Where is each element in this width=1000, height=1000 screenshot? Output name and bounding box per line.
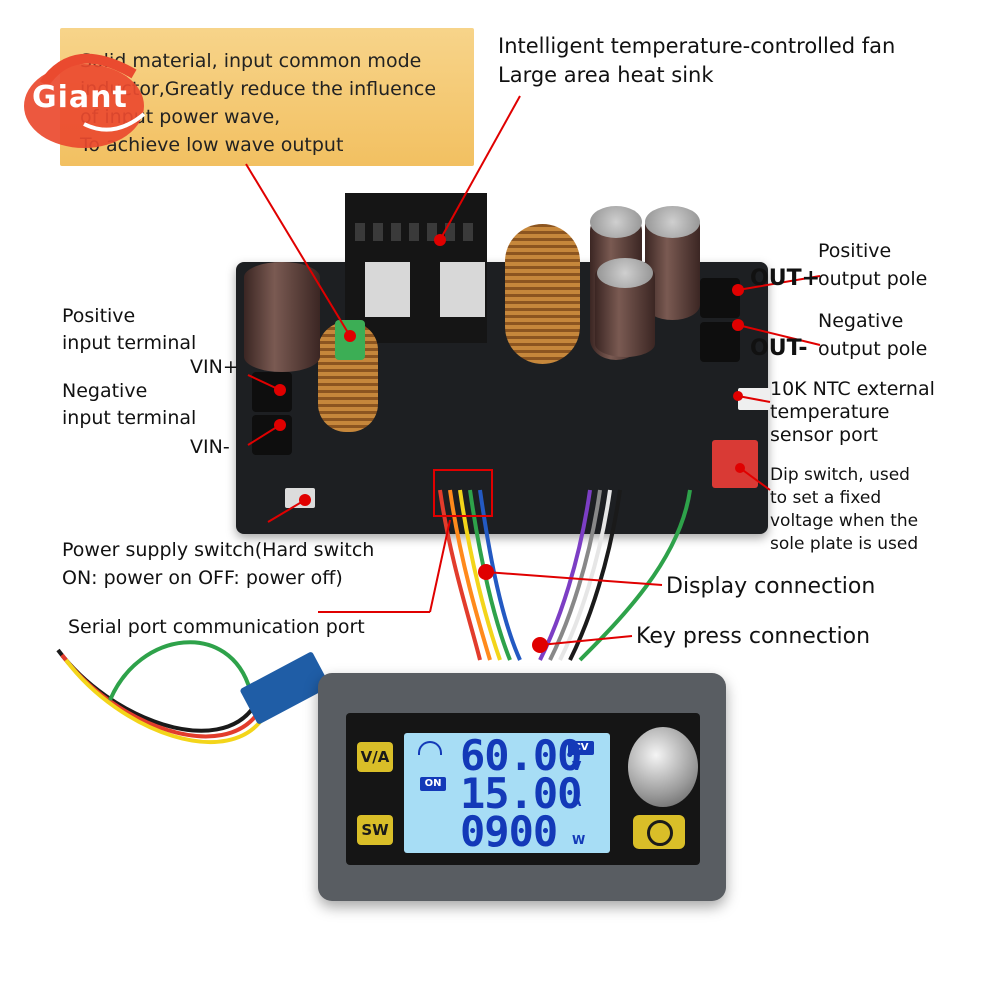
pos-out-label-line2: output pole: [818, 268, 928, 290]
pos-in-label-line2: input terminal: [62, 332, 197, 354]
sw-button[interactable]: SW: [357, 815, 393, 845]
voltage-unit: V: [572, 759, 582, 773]
pos-out-label-line1: Positive: [818, 240, 892, 262]
dip-label-line2: to set a fixed: [770, 488, 882, 508]
dip-label-line4: sole plate is used: [770, 534, 919, 554]
serial-port-label: Serial port communication port: [68, 616, 365, 638]
va-button[interactable]: V/A: [357, 742, 393, 772]
lcd-screen: ON CV 60.00 V 15.00 A 0900 W: [404, 733, 610, 853]
out-plus-terminal: [700, 278, 740, 318]
power-icon: [647, 820, 673, 846]
capacitor-top: [597, 258, 653, 288]
ntc-label-line1: 10K NTC external: [770, 378, 935, 400]
vin-minus-terminal: [252, 415, 292, 455]
wifi-icon: [418, 741, 442, 755]
ntc-label-line2: temperature: [770, 401, 890, 423]
fan-label-line1: Intelligent temperature-controlled fan: [498, 34, 896, 58]
power-button[interactable]: [633, 815, 685, 849]
capacitor-top: [645, 206, 700, 238]
neg-out-label-line1: Negative: [818, 310, 904, 332]
toroid-inductor: [505, 224, 580, 364]
current-readout: 15.00: [460, 769, 582, 818]
callout-line-2: inductor,Greatly reduce the influence: [80, 78, 437, 100]
voltage-readout: 60.00: [460, 731, 582, 780]
power-readout: 0900: [460, 807, 558, 856]
callout-line-1: Solid material, input common mode: [80, 50, 422, 72]
neg-out-label-line2: output pole: [818, 338, 928, 360]
pos-in-label-line1: Positive: [62, 305, 136, 327]
on-badge: ON: [420, 777, 446, 791]
callout-line-4: To achieve low wave output: [80, 134, 344, 156]
fan-label-line2: Large area heat sink: [498, 63, 714, 87]
mosfet: [440, 262, 485, 317]
neg-in-label-line2: input terminal: [62, 407, 197, 429]
dip-label-line3: voltage when the: [770, 511, 919, 531]
out-plus-label: OUT+: [750, 266, 821, 291]
input-capacitor: [244, 262, 320, 372]
giant-logo: [24, 53, 146, 148]
capacitor-top: [590, 206, 642, 238]
current-unit: A: [572, 795, 582, 809]
power-switch-label-line1: Power supply switch(Hard switch: [62, 539, 375, 561]
key-press-label: Key press connection: [636, 624, 871, 649]
power-switch-label-line2: ON: power on OFF: power off): [62, 567, 343, 589]
out-minus-label: OUT-: [750, 336, 808, 361]
dip-switch: [712, 440, 758, 488]
ntc-label-line3: sensor port: [770, 424, 878, 446]
dip-label-line1: Dip switch, used: [770, 465, 910, 485]
cv-badge: CV: [568, 741, 594, 755]
mosfet: [365, 262, 410, 317]
neg-in-label-line1: Negative: [62, 380, 148, 402]
display-connection-label: Display connection: [666, 574, 876, 599]
vin-plus-label: VIN+: [190, 356, 239, 378]
power-unit: W: [572, 833, 586, 847]
rotary-encoder-knob[interactable]: [628, 727, 698, 807]
vin-minus-label: VIN-: [190, 436, 230, 458]
logo-text: Giant: [32, 80, 128, 115]
